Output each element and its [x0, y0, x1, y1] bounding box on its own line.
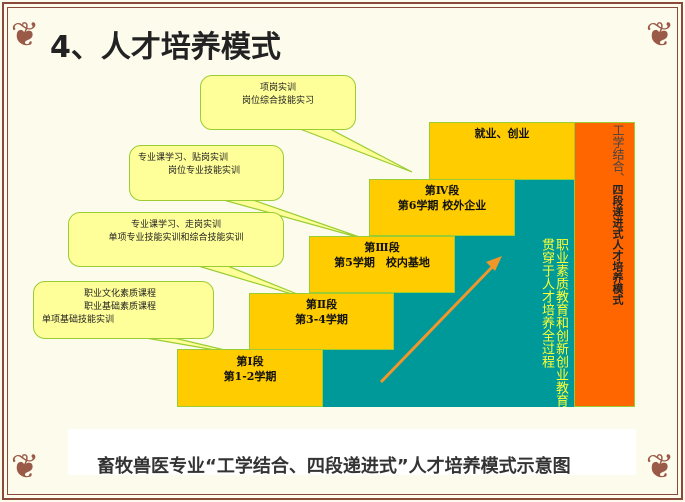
step-term: 第3-4学期 [295, 313, 348, 326]
bubble-stage-3: 专业课学习、贴岗实训岗位专业技能实训 [129, 145, 284, 201]
step-1: 第Ⅰ段第1-2学期 [177, 349, 323, 407]
step-term: 第1-2学期 [223, 370, 277, 383]
inner-border [7, 7, 678, 495]
corner-ornament-icon: ❦ [645, 15, 675, 55]
bubble-line: 单项专业技能实训和综合技能实训 [108, 233, 244, 243]
step-term: 第6学期 校外企业 [397, 199, 487, 212]
model-vertical-text-a: 工学结合、 [611, 124, 625, 184]
bubble-line: 职业基础素质课程 [84, 302, 157, 312]
step-stage: 就业、创业 [474, 127, 530, 140]
bubble-stage-4: 项岗实训岗位综合技能实习 [200, 75, 356, 130]
step-2: 第Ⅱ段第3-4学期 [249, 293, 394, 350]
corner-ornament-icon: ❦ [645, 447, 675, 487]
caption-box [68, 429, 636, 475]
bubble-line: 单项基础技能实训 [42, 315, 115, 325]
bubble-line: 岗位综合技能实习 [241, 96, 314, 106]
step-stage: 第Ⅰ段 [236, 355, 264, 368]
step-stage: 第Ⅱ段 [305, 298, 338, 311]
step-4: 第Ⅳ段第6学期 校外企业 [369, 179, 515, 236]
model-vertical-text-b: 四段递进式人才培养模式 [611, 184, 624, 305]
step-term: 第5学期 校内基地 [334, 256, 430, 269]
diagram-caption: 畜牧兽医专业“工学结合、四段递进式”人才培养模式示意图 [97, 456, 571, 477]
step-3: 第Ⅲ段第5学期 校内基地 [309, 236, 455, 293]
bubble-line: 岗位专业技能实训 [168, 166, 241, 176]
step-employment: 就业、创业 [429, 122, 575, 180]
throughout-vertical-text: 贯穿于人才培养全过程 [539, 238, 554, 368]
corner-ornament-icon: ❦ [10, 15, 40, 55]
model-bar [574, 122, 635, 407]
page-title: 4、人才培养模式 [50, 30, 281, 65]
step-stage: 第Ⅲ段 [364, 241, 400, 254]
bubble-line: 职业文化素质课程 [84, 289, 157, 299]
bubble-line: 专业课学习、贴岗实训 [138, 153, 229, 163]
bubble-stage-1: 职业文化素质课程职业基础素质课程单项基础技能实训 [33, 281, 214, 339]
step-stage: 第Ⅳ段 [424, 184, 460, 197]
bubble-stage-2: 专业课学习、走岗实训单项专业技能实训和综合技能实训 [68, 212, 284, 267]
bubble-line: 项岗实训 [259, 83, 296, 93]
bubble-line: 专业课学习、走岗实训 [130, 220, 221, 230]
education-vertical-text: 职业素质教育和创新创业教育 [553, 238, 568, 407]
corner-ornament-icon: ❦ [10, 447, 40, 487]
